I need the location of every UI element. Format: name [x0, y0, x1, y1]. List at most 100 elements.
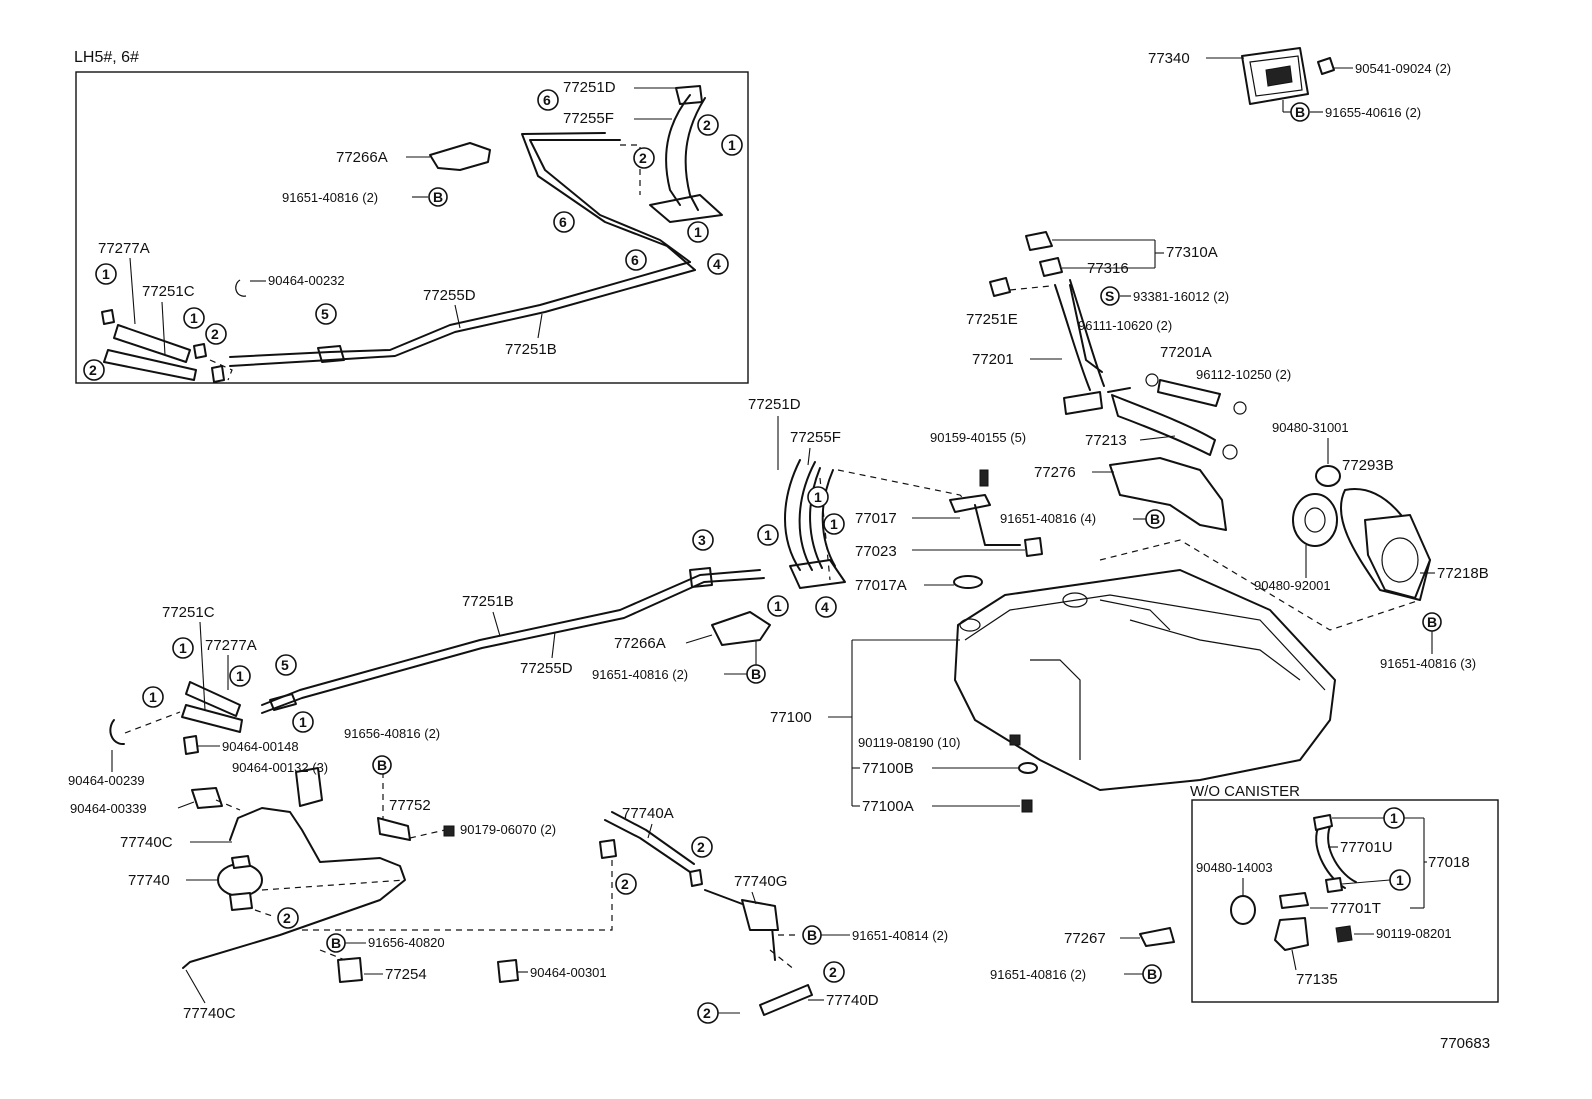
- marker-1-text: 1: [236, 668, 244, 684]
- tube-77023: [974, 504, 1021, 546]
- fuel-tank-group: 77100 90119-08190 (10) 77100B 77100A: [770, 569, 1336, 815]
- label-inset-77255D: 77255D: [423, 287, 476, 304]
- bolt-90119-08201: [1335, 925, 1353, 943]
- label-91651-40816-2b: 91651-40816 (2): [990, 967, 1086, 982]
- marker-2: [83, 359, 105, 381]
- tube-77740A-a: [604, 819, 691, 873]
- label-inset-91651-40816: 91651-40816 (2): [282, 190, 378, 205]
- label-77254: 77254: [385, 966, 427, 983]
- clip-2: [689, 869, 703, 887]
- marker-1: [687, 221, 709, 243]
- hose-77277A: [185, 681, 241, 717]
- inset-labels: 77251D 77255F 77266A 91651-40816 (2) 772…: [98, 79, 676, 358]
- marker-2: [823, 961, 845, 983]
- marker-1: [229, 665, 251, 687]
- inset-title: LH5#, 6#: [74, 49, 139, 66]
- grommet-90480-14003: [1230, 895, 1256, 925]
- label-inset-77251D: 77251D: [563, 79, 616, 96]
- label-91651-40816-2: 91651-40816 (2): [592, 667, 688, 682]
- clip-90464-00148: [183, 735, 199, 755]
- tank-port: [1062, 592, 1088, 608]
- label-77316: 77316: [1087, 260, 1129, 277]
- clamp-96111: [1107, 387, 1131, 393]
- inset-hose-77251C: [103, 349, 197, 381]
- fuel-tank-77100: [954, 569, 1336, 791]
- label-77266A: 77266A: [614, 635, 666, 652]
- leader: [647, 823, 653, 839]
- label-77740C-top: 77740C: [120, 834, 173, 851]
- label-inset-77277A: 77277A: [98, 240, 150, 257]
- marker-2: [205, 323, 227, 345]
- label-inset-77251C: 77251C: [142, 283, 195, 300]
- dash: [319, 949, 346, 961]
- inset-clip-1b: [193, 343, 207, 359]
- leader: [1291, 949, 1297, 971]
- marker-5-text: 5: [281, 657, 289, 673]
- marker-5: [275, 654, 297, 676]
- dash: [300, 860, 613, 931]
- leader: [537, 313, 543, 339]
- marker-1-text: 1: [830, 516, 838, 532]
- label-inset-77266A: 77266A: [336, 149, 388, 166]
- leader: [185, 969, 206, 1004]
- label-77017: 77017: [855, 510, 897, 527]
- label-77251E: 77251E: [966, 311, 1018, 328]
- protector-77276: [1109, 457, 1227, 531]
- bracket-77254: [337, 957, 363, 983]
- clamp-77213: [1222, 444, 1238, 460]
- plate-77218B: [1364, 514, 1431, 599]
- marker-1: [767, 595, 789, 617]
- leader: [161, 301, 166, 356]
- marker-1: [183, 307, 205, 329]
- label-77018: 77018: [1428, 854, 1470, 871]
- marker-2: [633, 147, 655, 169]
- clip-1b: [1325, 877, 1343, 893]
- leader: [1341, 879, 1391, 885]
- label-77255D: 77255D: [520, 660, 573, 677]
- label-77255F: 77255F: [790, 429, 841, 446]
- marker-1-text: 1: [149, 689, 157, 705]
- marker-1: [172, 637, 194, 659]
- clamp-5: [269, 693, 297, 711]
- marker-1-text: 1: [814, 489, 822, 505]
- marker-2-text: 2: [829, 964, 837, 980]
- gasket-77017A: [953, 575, 983, 589]
- screw-90541: [1317, 57, 1335, 75]
- bracket-77740G: [741, 899, 779, 931]
- label-93381-16012: 93381-16012 (2): [1133, 289, 1229, 304]
- gasket-77316: [1039, 257, 1063, 277]
- clip-1: [1313, 814, 1333, 831]
- label-77740: 77740: [128, 872, 170, 889]
- marker-1-text: 1: [190, 310, 198, 326]
- clip-90464-00132: [295, 767, 323, 807]
- marker-4-text: 4: [713, 256, 721, 272]
- label-77740A: 77740A: [622, 805, 674, 822]
- hose-77251E: [989, 277, 1011, 297]
- inset-clamp-5: [317, 345, 345, 363]
- screw-90159: [979, 469, 989, 487]
- part-77023: [1024, 537, 1043, 557]
- marker-2-text: 2: [703, 1005, 711, 1021]
- marker-5: [315, 303, 337, 325]
- sender-group: 90480-31001 77293B 77218B 90480-92001 B …: [1099, 420, 1489, 671]
- dash: [1099, 539, 1421, 631]
- inset-markers: 6 2 1 2 6 1 6 4 B 1 1 2 5 2: [83, 89, 743, 381]
- label-inset-77255F: 77255F: [563, 110, 614, 127]
- marker-1: [721, 134, 743, 156]
- clamp-96112-a: [1145, 373, 1159, 387]
- label-90119-08190: 90119-08190 (10): [858, 735, 960, 750]
- tank-rib: [1030, 659, 1081, 760]
- marker-1: [807, 486, 829, 508]
- label-91651-40814: 91651-40814 (2): [852, 928, 948, 943]
- marker-1-text: 1: [694, 224, 702, 240]
- marker-4: [707, 253, 729, 275]
- label-77201: 77201: [972, 351, 1014, 368]
- marker-2: [691, 836, 713, 858]
- label-77293B: 77293B: [1342, 457, 1394, 474]
- leader: [551, 631, 556, 659]
- inset-hose-77277A: [113, 324, 191, 363]
- dash: [254, 909, 276, 918]
- marker-1-text: 1: [102, 266, 110, 282]
- bracket-4: [789, 559, 846, 589]
- tube-77740A-b: [611, 811, 695, 865]
